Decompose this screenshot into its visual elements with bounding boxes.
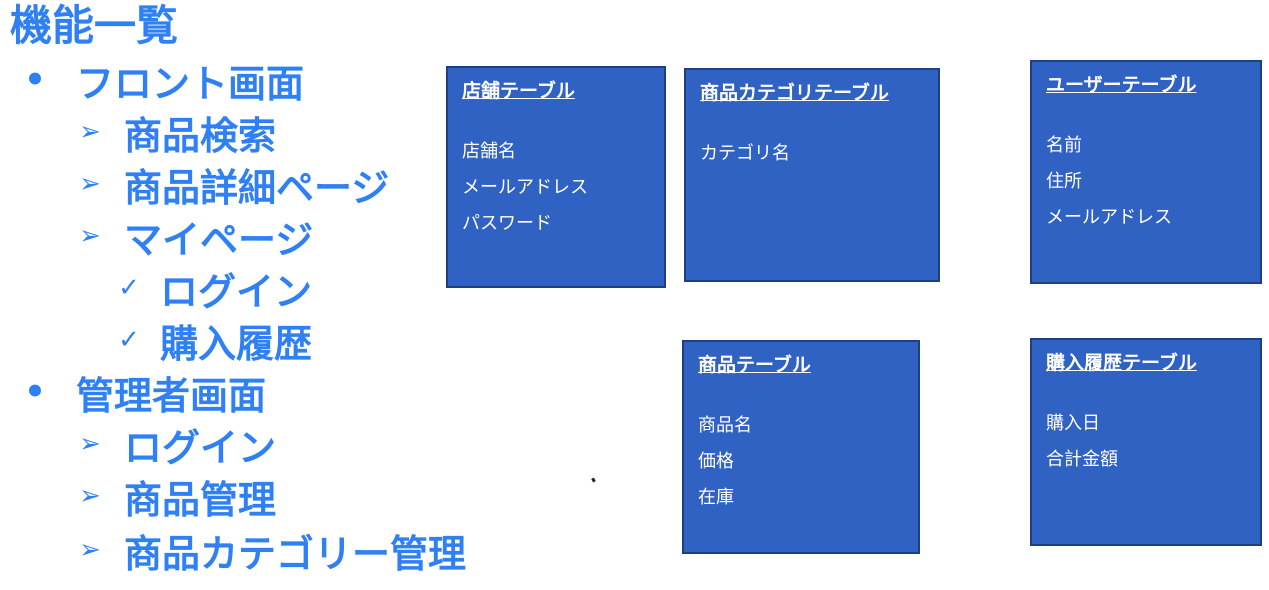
table-field: 店舗名 [462, 141, 516, 162]
outline-item-mypage: ➢ マイページ [62, 210, 313, 262]
arrow-bullet-icon: ➢ [79, 481, 101, 511]
outline-item-label: フロント画面 [76, 61, 305, 106]
table-field: 価格 [698, 451, 734, 472]
outline-item-category-management: ➢ 商品カテゴリー管理 [62, 524, 466, 576]
outline-item-product-management: ➢ 商品管理 [62, 470, 276, 522]
table-title: 購入履歴テーブル [1046, 352, 1197, 374]
outline-item-admin-login: ➢ ログイン [62, 418, 276, 470]
arrow-bullet-icon: ➢ [79, 221, 101, 251]
bullet-icon: • [24, 372, 46, 412]
outline-item-label: 商品検索 [124, 113, 277, 158]
table-title: 店舗テーブル [462, 80, 575, 102]
table-box-user: ユーザーテーブル 名前 住所 メールアドレス [1030, 60, 1262, 284]
arrow-bullet-icon: ➢ [79, 535, 101, 565]
table-field: 合計金額 [1046, 449, 1118, 470]
arrow-bullet-icon: ➢ [79, 429, 101, 459]
table-field: 商品名 [698, 415, 752, 436]
table-box-store: 店舗テーブル 店舗名 メールアドレス パスワード [446, 66, 666, 288]
table-field: 住所 [1046, 171, 1082, 192]
arrow-bullet-icon: ➢ [79, 169, 101, 199]
check-icon: ✓ [118, 273, 140, 303]
outline-item-label: 商品詳細ページ [124, 165, 390, 210]
outline-item-label: ログイン [124, 425, 277, 470]
feature-list-heading: 機能一覧 [10, 1, 179, 50]
table-box-purchase-history: 購入履歴テーブル 購入日 合計金額 [1030, 338, 1262, 546]
table-box-category: 商品カテゴリテーブル カテゴリ名 [684, 68, 940, 282]
bullet-icon: • [24, 60, 46, 100]
table-field: 名前 [1046, 135, 1082, 156]
table-field: カテゴリ名 [700, 143, 790, 164]
mouse-cursor-icon [591, 477, 596, 483]
outline-item-product-detail: ➢ 商品詳細ページ [62, 158, 389, 210]
table-box-product: 商品テーブル 商品名 価格 在庫 [682, 340, 920, 554]
outline-item-label: 購入履歴 [160, 321, 313, 366]
outline-item-product-search: ➢ 商品検索 [62, 106, 276, 158]
outline-item-purchase-history: ✓ 購入履歴 [104, 314, 312, 366]
table-field: メールアドレス [462, 177, 588, 198]
table-title: 商品カテゴリテーブル [700, 82, 889, 104]
table-field: 在庫 [698, 487, 734, 508]
arrow-bullet-icon: ➢ [79, 117, 101, 147]
table-field: 購入日 [1046, 413, 1100, 434]
outline-item-label: 管理者画面 [76, 373, 267, 418]
outline-item-label: 商品カテゴリー管理 [124, 531, 467, 576]
table-field: パスワード [462, 213, 552, 234]
check-icon: ✓ [118, 325, 140, 355]
outline-item-label: ログイン [160, 269, 313, 314]
outline-item-admin-screen: • 管理者画面 [0, 366, 266, 418]
table-title: 商品テーブル [698, 354, 811, 376]
outline-item-label: マイページ [124, 217, 314, 262]
outline-item-login: ✓ ログイン [104, 262, 312, 314]
outline-item-label: 商品管理 [124, 477, 277, 522]
table-field: メールアドレス [1046, 207, 1172, 228]
outline-item-front-screen: • フロント画面 [0, 54, 304, 106]
table-title: ユーザーテーブル [1046, 74, 1197, 96]
